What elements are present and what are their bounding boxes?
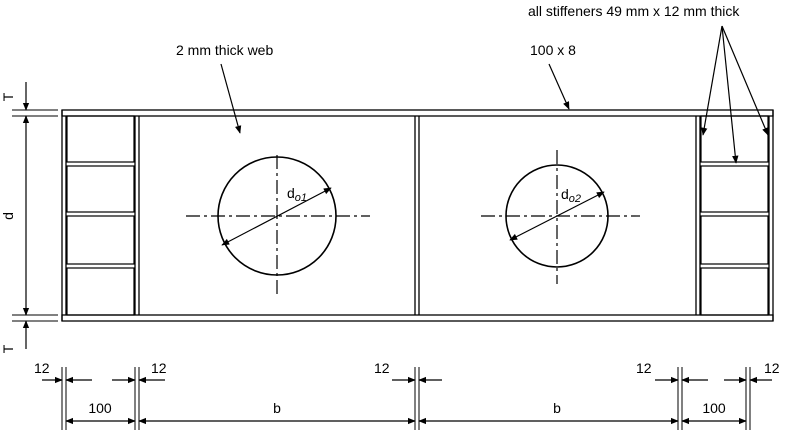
do1-label: do1 bbox=[287, 185, 307, 204]
dim-12-right-stiffener: 12 bbox=[636, 360, 708, 384]
stiffener-box bbox=[700, 115, 769, 163]
t-top-label: T bbox=[0, 92, 16, 101]
dim-100-right-label: 100 bbox=[702, 400, 726, 416]
dim-12-left-end: 12 bbox=[34, 360, 92, 384]
t-bottom-label: T bbox=[0, 344, 16, 353]
web-annotation: 2 mm thick web bbox=[176, 42, 273, 58]
web-opening-1: do1 bbox=[186, 155, 370, 297]
stiffener-leader-2 bbox=[721, 25, 739, 164]
web-opening-2: do2 bbox=[481, 150, 640, 284]
stiffener-box bbox=[66, 267, 135, 316]
stiffener-leader-3 bbox=[721, 25, 769, 136]
end-panel-stiffeners-left bbox=[66, 115, 135, 316]
do2-label: do2 bbox=[561, 186, 581, 205]
stiffener-box bbox=[700, 215, 769, 265]
vertical-dimensions: T d T bbox=[0, 82, 58, 353]
dim-12-left-stiffener: 12 bbox=[112, 360, 167, 384]
dim-12-mid-stiffener: 12 bbox=[374, 360, 442, 384]
dim-12-label: 12 bbox=[764, 360, 780, 376]
stiffener-box bbox=[66, 165, 135, 213]
diameter-arrow-1 bbox=[221, 187, 332, 246]
stiffener-box bbox=[66, 115, 135, 163]
stiffener-leader-1 bbox=[701, 25, 723, 136]
bottom-flange bbox=[61, 314, 774, 322]
dim-12-label: 12 bbox=[636, 360, 652, 376]
flange-annotation: 100 x 8 bbox=[530, 42, 576, 58]
vertical-stiffeners bbox=[134, 116, 701, 315]
stiffener-box bbox=[66, 215, 135, 265]
d-label: d bbox=[0, 212, 16, 220]
top-flange bbox=[61, 109, 774, 117]
stiffener-box bbox=[700, 165, 769, 213]
stiffeners-annotation: all stiffeners 49 mm x 12 mm thick bbox=[528, 3, 740, 19]
flange-leader bbox=[548, 63, 570, 110]
diameter-arrow-2 bbox=[509, 191, 605, 241]
girder-outline bbox=[61, 109, 774, 322]
web-leader bbox=[220, 63, 242, 134]
dim-12-label: 12 bbox=[34, 360, 50, 376]
dim-100-left-label: 100 bbox=[88, 400, 112, 416]
dim-12-label: 12 bbox=[151, 360, 167, 376]
dim-b-right-label: b bbox=[553, 400, 561, 416]
dim-12-label: 12 bbox=[374, 360, 390, 376]
stiffener-box bbox=[700, 267, 769, 316]
dim-b-left-label: b bbox=[273, 400, 281, 416]
dim-12-right-end: 12 bbox=[724, 360, 780, 384]
